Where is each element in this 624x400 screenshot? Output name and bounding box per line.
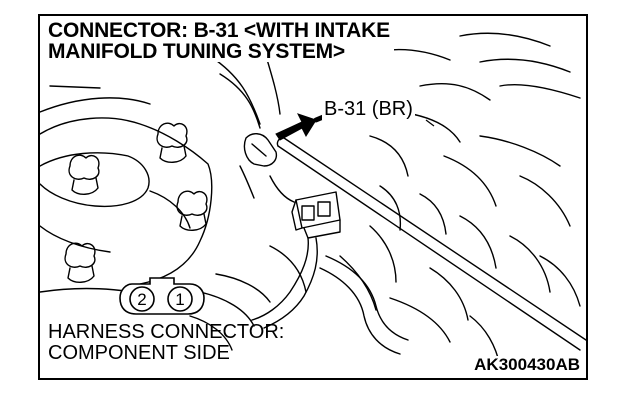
- figure-code: AK300430AB: [471, 356, 580, 374]
- connector-caption: HARNESS CONNECTOR: COMPONENT SIDE: [48, 322, 284, 364]
- callout-line: [425, 119, 435, 127]
- pin-2: [129, 286, 155, 312]
- pin-2-label: 2: [137, 290, 146, 309]
- pin-1-label: 1: [175, 290, 184, 309]
- strut-tower-outline: [40, 117, 213, 285]
- lower-hose: [325, 255, 409, 341]
- caption-line-2: COMPONENT SIDE: [48, 342, 230, 364]
- mount-boss-3: [176, 190, 208, 231]
- strut-tower-top: [40, 152, 150, 208]
- pin-1: [167, 286, 193, 312]
- connector-body: [291, 191, 341, 239]
- mount-boss-4: [64, 242, 96, 283]
- harness-rod: [277, 145, 581, 351]
- diagram-title: CONNECTOR: B-31 <WITH INTAKE MANIFOLD TU…: [48, 20, 394, 62]
- sensor-bracket: [243, 133, 278, 167]
- mount-boss-1: [156, 122, 188, 163]
- connector-callout-label: B-31 (BR): [322, 98, 415, 120]
- caption-line-1: HARNESS CONNECTOR:: [48, 321, 285, 343]
- engine-bay-illustration: 2 1: [40, 32, 586, 367]
- title-line-1: CONNECTOR: B-31 <WITH INTAKE: [48, 19, 390, 42]
- mount-boss-2: [68, 154, 100, 195]
- harness-connector-face: 2 1: [119, 277, 205, 315]
- title-line-2: MANIFOLD TUNING SYSTEM>: [48, 40, 345, 63]
- diagram-frame: 2 1 CONNECTOR: B-31 <WITH INTAKE MANIFOL…: [38, 14, 588, 380]
